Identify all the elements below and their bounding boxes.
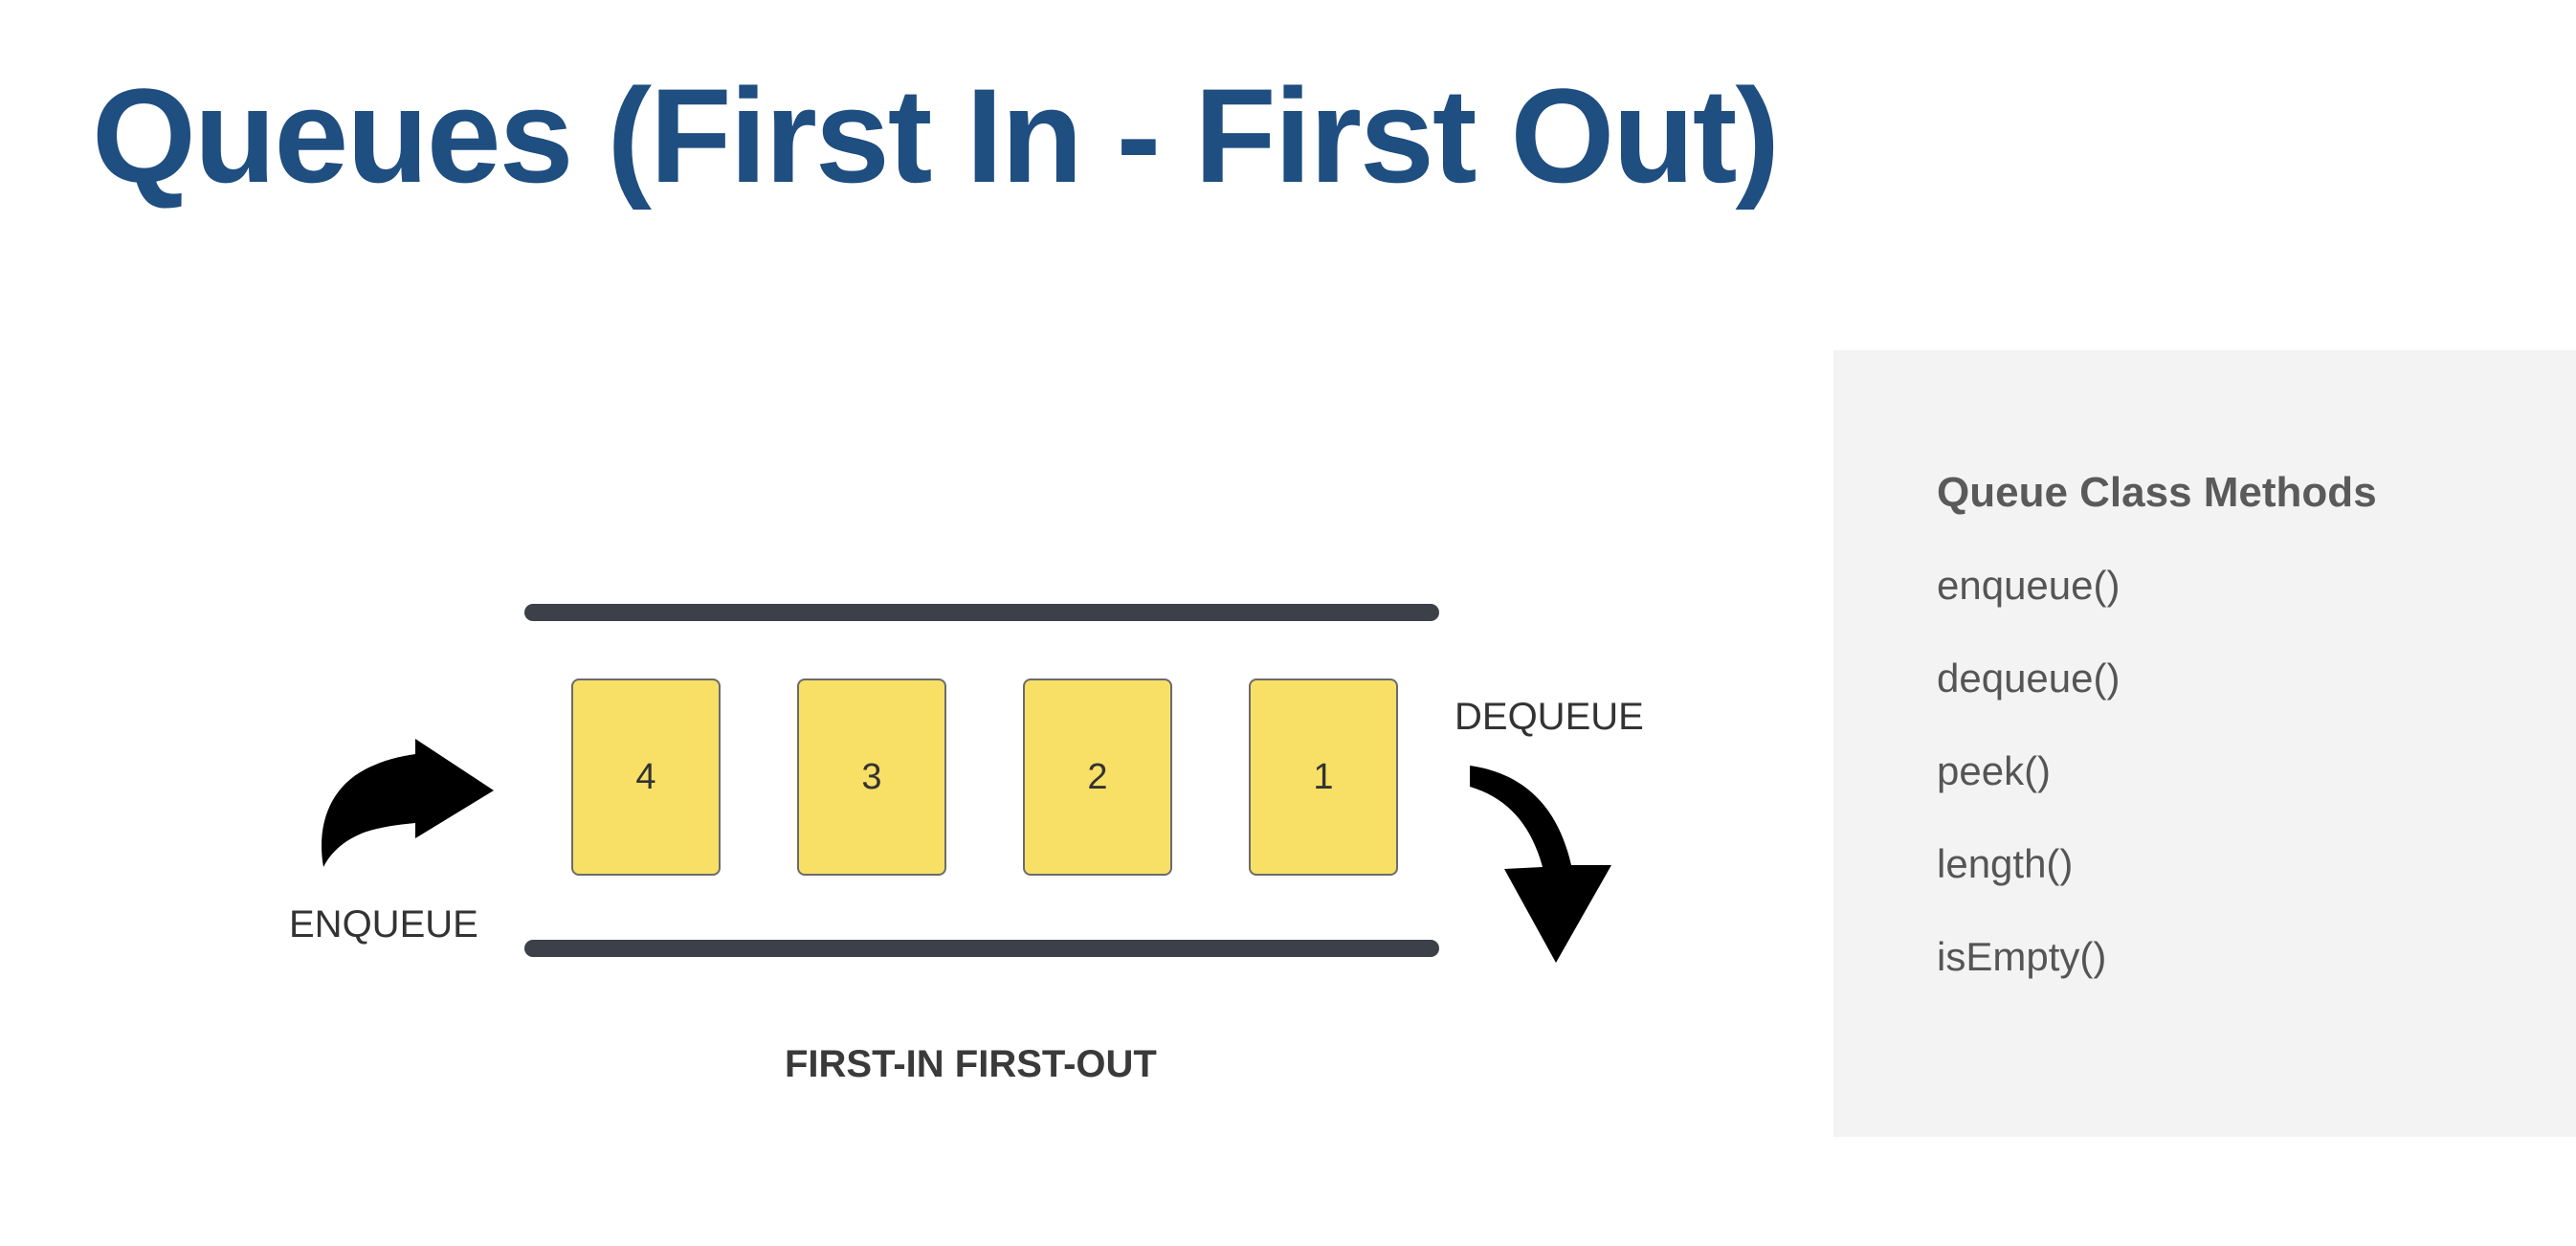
methods-title: Queue Class Methods: [1937, 469, 2377, 516]
method-item: length(): [1937, 841, 2074, 886]
methods-list: enqueue() dequeue() peek() length() isEm…: [1937, 563, 2120, 1027]
curved-down-arrow-icon: [1470, 766, 1611, 963]
dequeue-label: DEQUEUE: [1455, 696, 1644, 738]
queue-bottom-rail: [524, 940, 1439, 957]
queue-arrows: [322, 739, 1611, 963]
methods-panel: Queue Class Methods enqueue() dequeue() …: [1833, 350, 2576, 1137]
queue-item: 2: [1023, 679, 1172, 876]
diagram-caption: FIRST-IN FIRST-OUT: [785, 1043, 1157, 1085]
queue-item: 3: [797, 679, 946, 876]
method-item: dequeue(): [1937, 656, 2121, 701]
slide-title: Queues (First In - First Out): [92, 60, 1780, 211]
method-item: peek(): [1937, 748, 2052, 793]
method-item: enqueue(): [1937, 563, 2121, 608]
curved-right-arrow-icon: [322, 739, 494, 867]
queue-top-rail: [524, 604, 1439, 621]
method-item: isEmpty(): [1937, 934, 2107, 979]
enqueue-label: ENQUEUE: [289, 903, 478, 946]
queue-diagram: 4 3 2 1 ENQUEUE DEQUEUE FIRST-IN FIRST-O…: [289, 604, 1644, 1085]
queue-item: 1: [1249, 679, 1398, 876]
queue-item: 4: [571, 679, 721, 876]
